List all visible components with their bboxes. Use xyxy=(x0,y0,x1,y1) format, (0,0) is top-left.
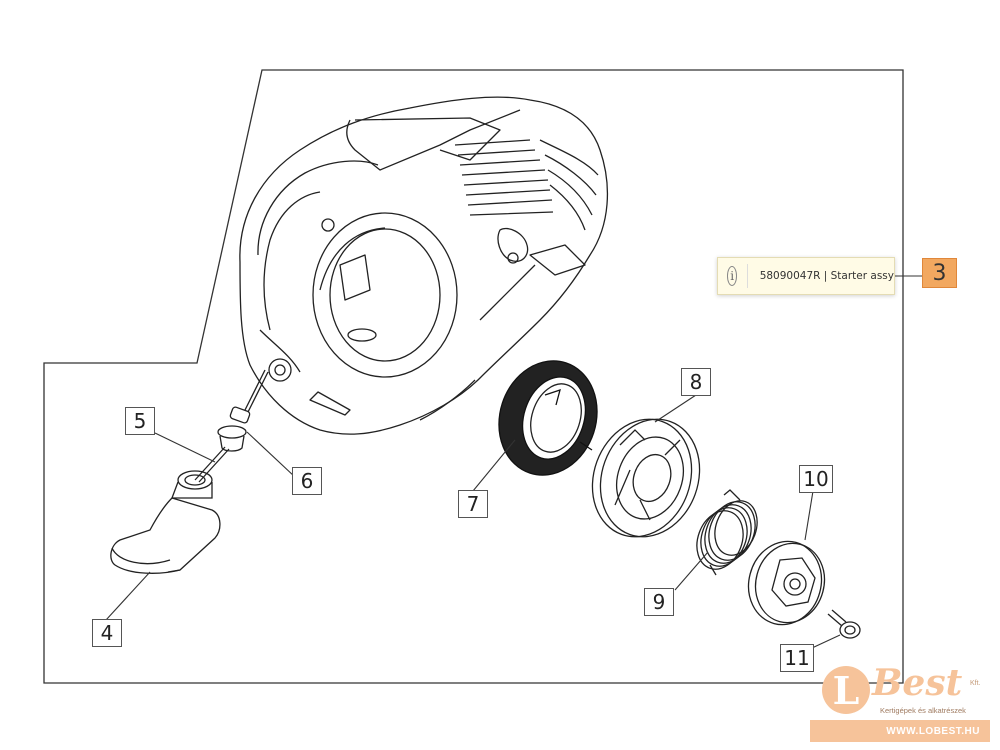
brand-logo: L Best Kft. Kertigépek és alkatrészek WW… xyxy=(810,662,990,744)
leader-lines xyxy=(105,275,922,649)
logo-mark: L xyxy=(822,666,870,714)
pawl-spring-drawing xyxy=(696,489,758,576)
part-tooltip: i 58090047R | Starter assy xyxy=(717,257,895,295)
rope-handle-drawing xyxy=(110,369,269,574)
diagram-frame xyxy=(43,69,904,684)
callout-3[interactable]: 3 xyxy=(922,258,957,288)
callout-11[interactable]: 11 xyxy=(780,644,814,672)
logo-suffix: Kft. xyxy=(970,680,981,687)
callout-8[interactable]: 8 xyxy=(681,368,711,396)
callout-10[interactable]: 10 xyxy=(799,465,833,493)
callout-5[interactable]: 5 xyxy=(125,407,155,435)
logo-url[interactable]: WWW.LOBEST.HU xyxy=(810,720,990,742)
rewind-spring-drawing xyxy=(498,360,598,476)
tooltip-text: 58090047R | Starter assy xyxy=(759,270,894,282)
callout-9[interactable]: 9 xyxy=(644,588,674,616)
logo-tagline: Kertigépek és alkatrészek xyxy=(880,706,966,715)
logo-brand: Best xyxy=(872,662,963,704)
callout-7[interactable]: 7 xyxy=(458,490,488,518)
pulley-drawing xyxy=(591,418,701,538)
callout-4[interactable]: 4 xyxy=(92,619,122,647)
screw-drawing xyxy=(827,609,861,639)
info-icon: i xyxy=(727,266,738,286)
starter-housing-drawing xyxy=(239,96,608,435)
starter-drum-drawing xyxy=(747,540,826,626)
callout-6[interactable]: 6 xyxy=(292,467,322,495)
